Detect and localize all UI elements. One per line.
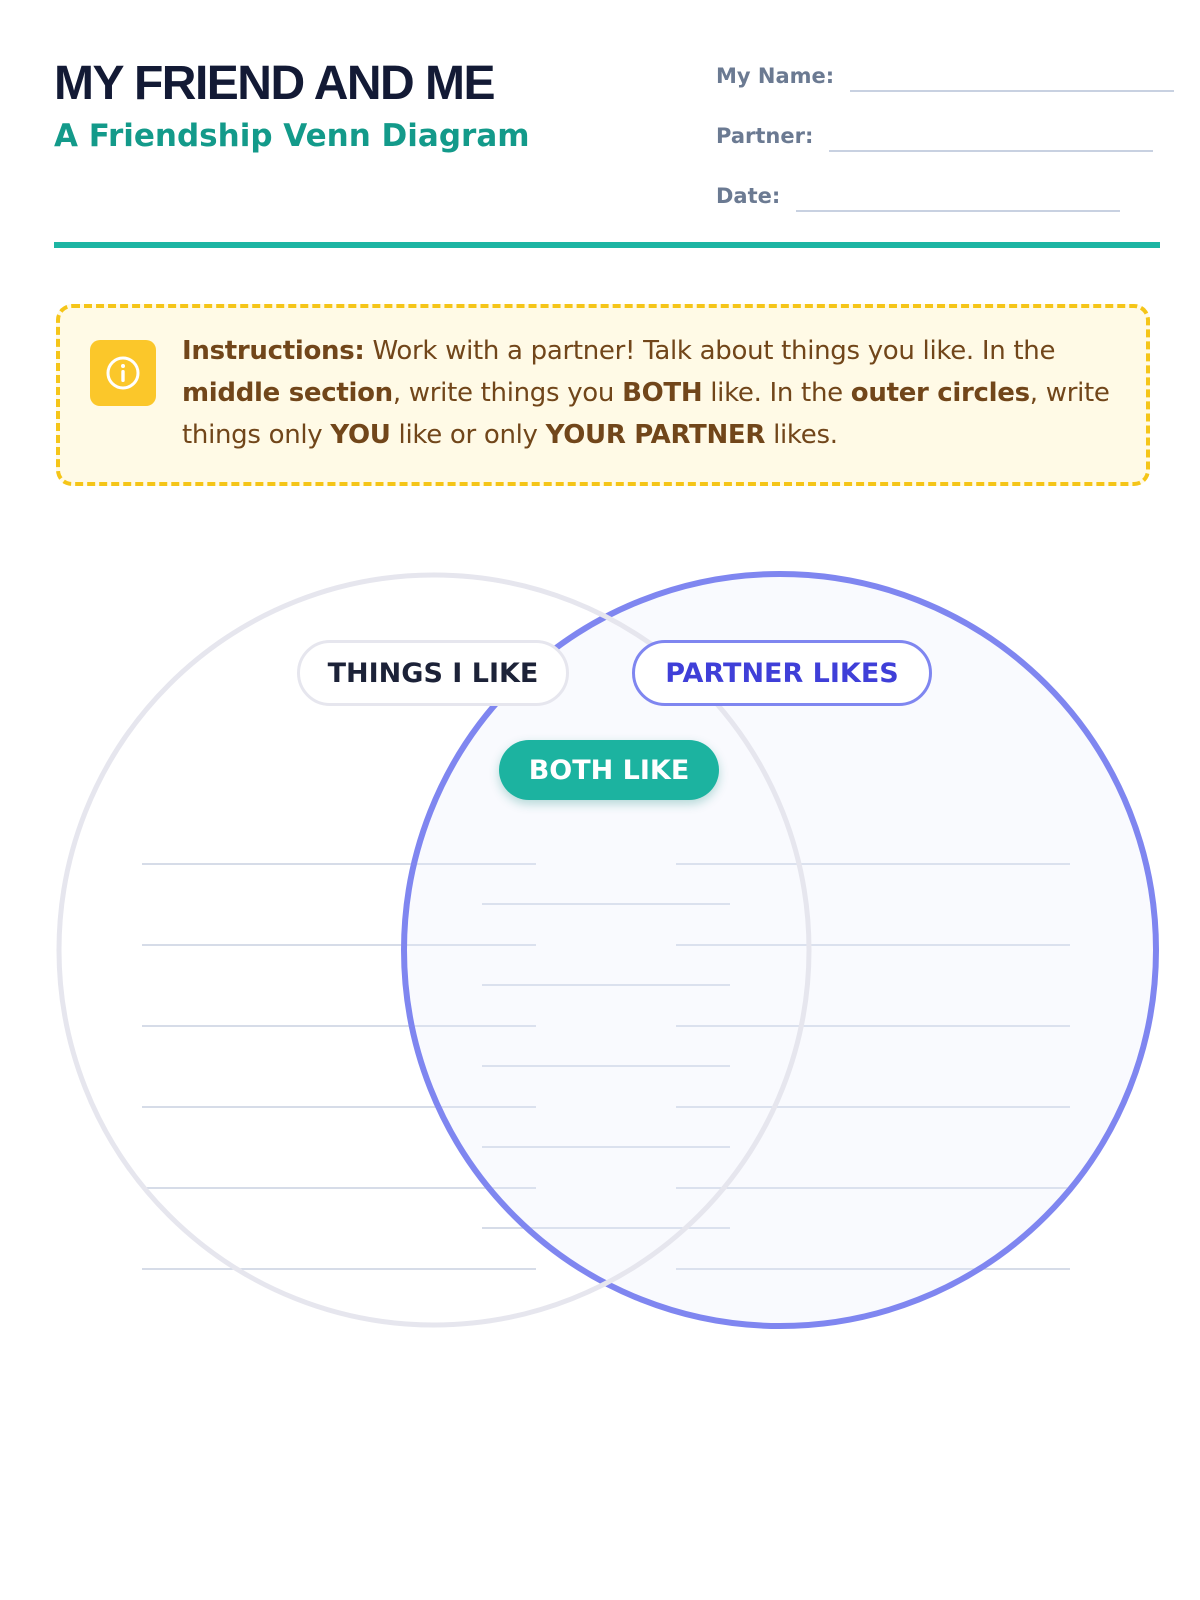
instr-part-4: , write things only <box>182 378 1110 450</box>
date-field: Date: <box>716 178 1121 212</box>
venn-diagram <box>56 571 1159 1329</box>
instr-part-1: Work with a partner! Talk about things y… <box>364 336 1056 366</box>
partner-name-line[interactable] <box>829 150 1154 152</box>
date-line[interactable] <box>796 210 1121 212</box>
partner-field: Partner: <box>716 118 1154 152</box>
instr-part-2: , write things you <box>392 378 623 408</box>
my-circle <box>56 572 812 1328</box>
instr-part-6: likes. <box>765 420 838 450</box>
page-title: MY FRIEND AND ME <box>54 57 496 110</box>
both-like-label: BOTH LIKE <box>499 740 719 800</box>
instructions-box: Instructions: Work with a partner! Talk … <box>56 304 1150 486</box>
instr-part-3: like. In the <box>702 378 851 408</box>
you-emphasis: YOU <box>330 420 391 450</box>
instructions-lead: Instructions: <box>182 336 365 366</box>
header-divider <box>54 242 1160 248</box>
partner-likes-label: PARTNER LIKES <box>632 640 932 706</box>
date-label: Date: <box>716 184 781 208</box>
page-subtitle: A Friendship Venn Diagram <box>54 118 530 154</box>
things-i-like-label: THINGS I LIKE <box>297 640 569 706</box>
partner-label: Partner: <box>716 124 814 148</box>
instructions-text: Instructions: Work with a partner! Talk … <box>182 330 1122 456</box>
my-name-field: My Name: <box>716 58 1175 92</box>
instr-part-5: like or only <box>390 420 546 450</box>
outer-circles-emphasis: outer circles <box>850 378 1030 408</box>
middle-section-emphasis: middle section <box>182 378 393 408</box>
info-icon <box>90 340 156 406</box>
my-name-label: My Name: <box>716 64 835 88</box>
your-partner-emphasis: YOUR PARTNER <box>545 420 766 450</box>
my-name-line[interactable] <box>850 90 1175 92</box>
both-emphasis: BOTH <box>622 378 703 408</box>
